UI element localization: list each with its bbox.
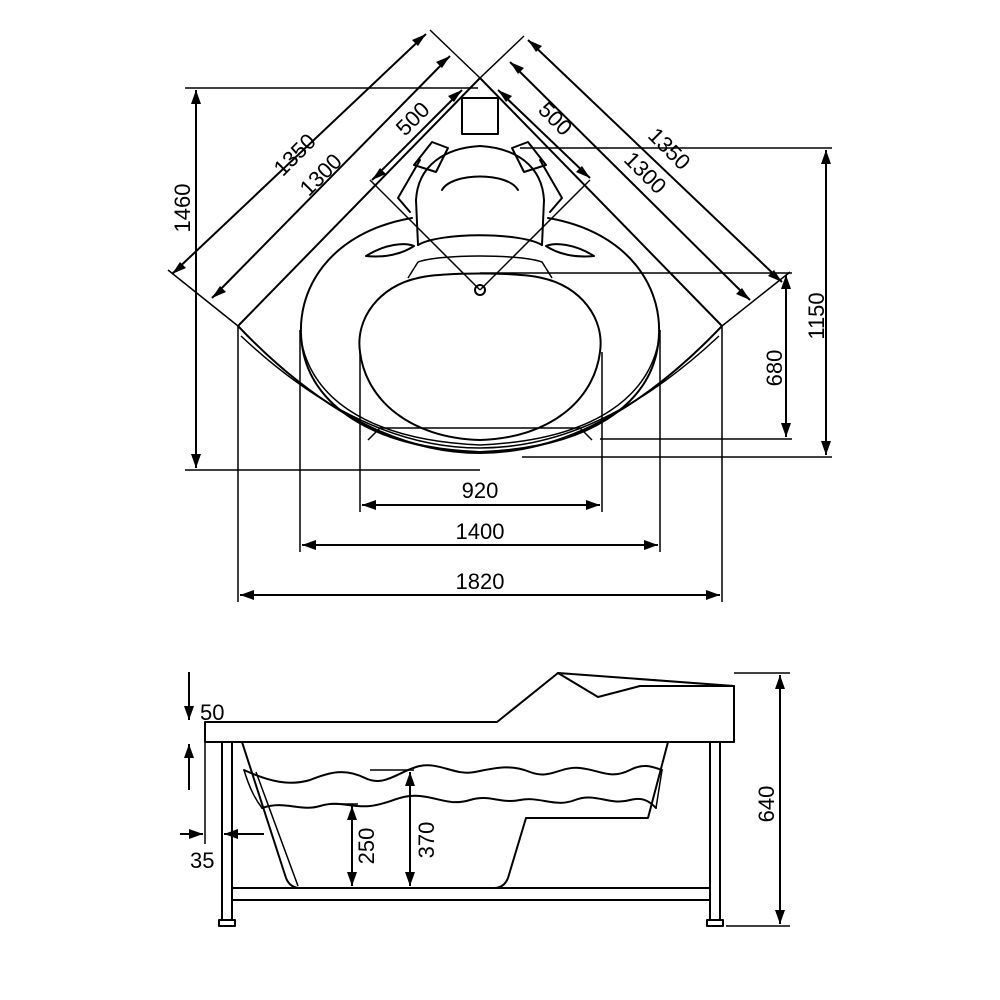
dim-label-left-seat: 500	[391, 97, 435, 141]
side-tub-inner-edge	[255, 771, 299, 887]
plan-view: 1350 1300 500 500 1350 1300 1460 1150 68…	[167, 29, 832, 602]
dim-label-water-high: 370	[414, 822, 439, 859]
dim-label-right-seat: 500	[533, 97, 577, 141]
plan-seat-mid	[417, 234, 543, 246]
dim-label-inner-depth: 680	[762, 350, 787, 387]
plan-diagonal-dimensions	[171, 33, 783, 301]
side-headrest-profile	[557, 672, 735, 698]
dim-label-rim-thickness: 50	[200, 700, 224, 725]
plan-handle-left	[365, 243, 415, 258]
plan-bowl-inner-line	[299, 329, 661, 446]
plan-armrest-right	[511, 141, 563, 213]
dim-label-overall-width: 1820	[456, 569, 505, 594]
dim-label-overall-depth: 1460	[170, 184, 195, 233]
plan-armrest-left	[397, 141, 449, 213]
side-water-wave-lower	[261, 794, 657, 809]
plan-vertical-dimensions	[191, 90, 831, 468]
side-water-wave-upper	[243, 764, 663, 784]
dim-label-basin-width: 920	[462, 478, 499, 503]
plan-drain	[474, 284, 486, 296]
dim-label-total-height: 640	[754, 786, 779, 823]
plan-handle-right	[545, 243, 595, 258]
plan-basin-ledge	[407, 255, 553, 279]
dim-label-right-depth: 1150	[804, 292, 829, 339]
side-water-wave-link	[243, 769, 663, 809]
plan-horizontal-dimensions	[240, 500, 720, 600]
seat-radius-left	[369, 179, 481, 291]
plan-front-step	[367, 427, 593, 441]
seat-radius-right	[479, 179, 591, 291]
plan-inner-rim-line	[240, 335, 720, 449]
dim-label-leg-offset: 35	[190, 848, 214, 873]
dim-label-inner-width: 1400	[456, 519, 505, 544]
side-frame	[218, 741, 724, 927]
plan-seat-top	[441, 175, 519, 191]
side-tub-shell	[241, 741, 669, 889]
side-view: 50 35 250 370 640	[180, 672, 790, 927]
plan-bowl-outline	[299, 217, 661, 453]
plan-extension-lines	[167, 29, 832, 602]
side-dimension-lines	[180, 672, 790, 927]
plan-headrest	[415, 145, 545, 246]
side-rim	[204, 672, 735, 743]
plan-corner-block	[461, 97, 499, 135]
plan-basin	[358, 272, 602, 441]
dim-label-water-low: 250	[354, 828, 379, 865]
